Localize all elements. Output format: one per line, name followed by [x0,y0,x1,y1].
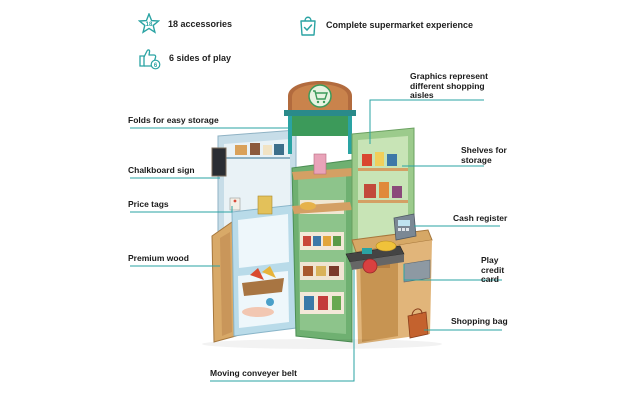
bread-item [300,202,316,210]
shelf-item [263,145,272,155]
cart-logo [308,84,332,108]
callout-bag: Shopping bag [451,316,508,326]
callout-credit-card-line-2: credit [481,264,505,275]
shopping-bag-check-icon [300,16,316,36]
callout-graphics-line-2: different shopping [410,80,485,91]
callout-graphics-line-1: Graphics represent [410,71,488,81]
cash-register [393,213,417,241]
callout-graphics: Graphics represent different shopping ai… [410,71,488,101]
callout-shelves: Shelves for storage [461,145,507,165]
callout-chalkboard: Chalkboard sign [128,165,195,175]
shelf-item [250,143,260,155]
produce-item [242,307,274,317]
callout-register: Cash register [453,213,508,223]
star-badge-number: 18 [146,22,153,28]
shelf-item [364,184,376,198]
shopping-bag [407,311,429,339]
thumbs-up-badge-icon: 6 [139,49,161,70]
callout-shelves-line-2: storage [461,154,492,165]
feature-accessories-text: 18 accessories [168,19,233,29]
shelf-item [362,154,372,166]
feature-sides-text: 6 sides of play [169,53,232,63]
shelf-item [375,152,384,166]
callout-premium-wood: Premium wood [128,253,189,263]
shelf-item [379,182,389,198]
callout-shelves-line-1: Shelves for [461,145,507,155]
shelf-item [387,154,397,166]
feature-supermarket: Complete supermarket experience [298,14,473,36]
feature-accessories: 18 18 accessories [138,13,232,35]
callout-credit-card-line-3: card [481,274,499,285]
scale-plate [362,258,378,274]
play-card [362,248,372,254]
shelf-item [235,145,247,155]
feature-sides: 6 6 sides of play [137,46,231,70]
thumbs-badge-number: 6 [154,63,158,69]
price-tag [229,197,241,211]
callout-graphics-line-3: aisles [410,90,434,101]
cereal-box [313,153,327,175]
callout-conveyor: Moving conveyer belt [210,368,297,378]
shelf-item [392,186,402,198]
cereal-box [257,195,273,215]
callout-credit-card-line-1: Play [481,255,499,265]
feature-supermarket-text: Complete supermarket experience [326,20,474,30]
callout-folds: Folds for easy storage [128,115,219,125]
shelf-item [274,144,284,155]
callout-credit-card: Play credit card [481,255,505,285]
credit-card-reader [375,240,397,252]
callout-price-tags: Price tags [128,199,169,209]
chalkboard-sign [211,147,227,177]
produce-item [266,298,274,306]
star-badge-icon: 18 [138,13,160,34]
